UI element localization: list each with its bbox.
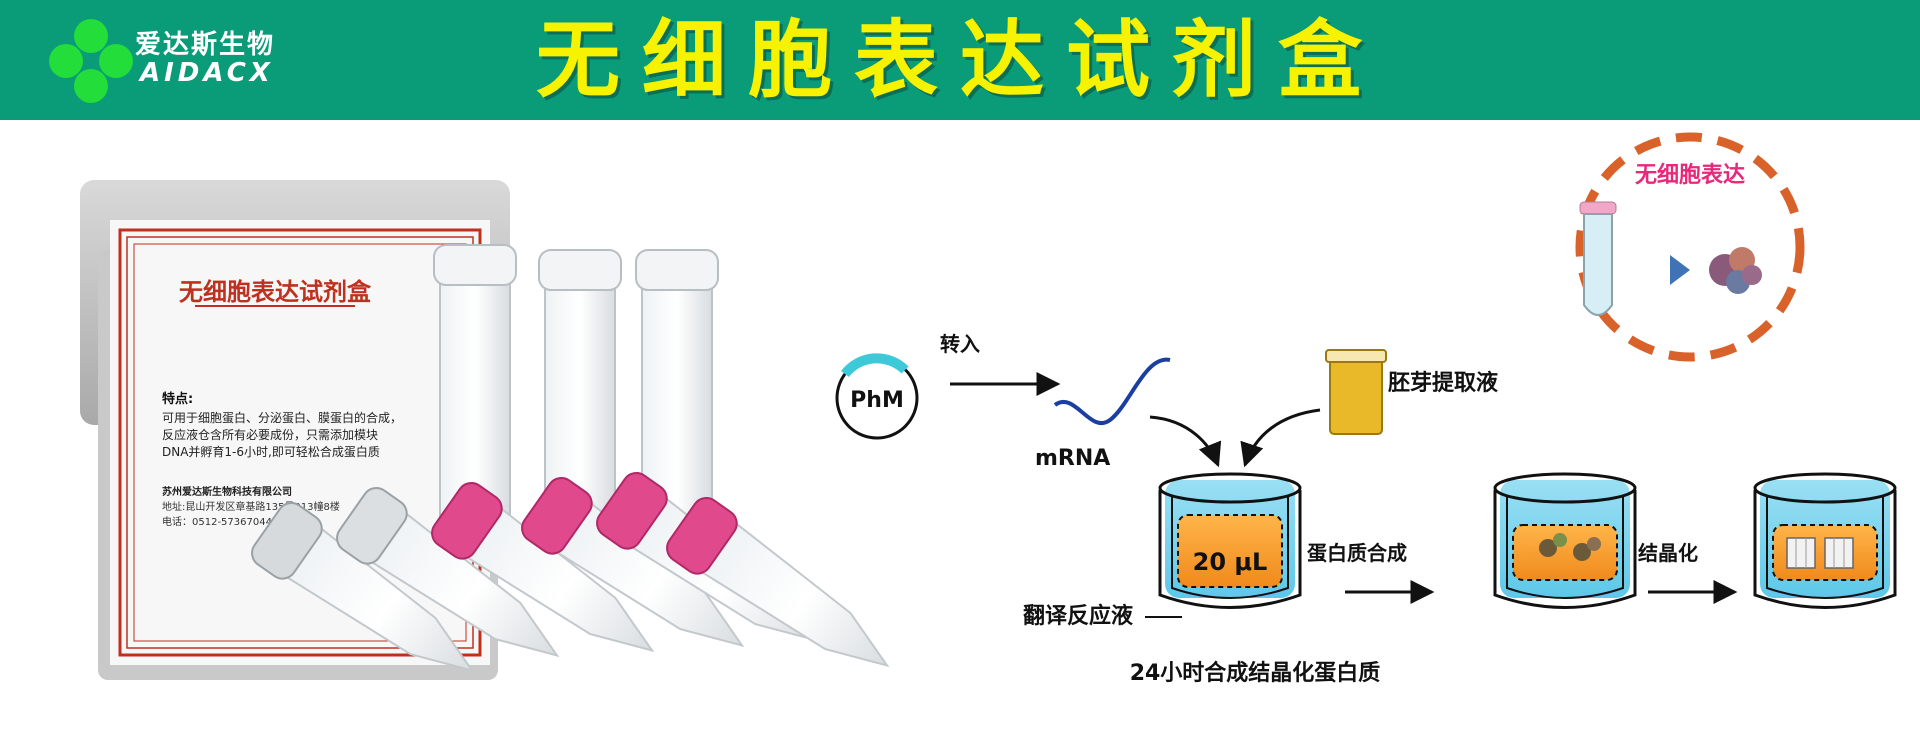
screw-cap-tubes bbox=[433, 244, 719, 551]
features-heading: 特点: bbox=[162, 391, 193, 407]
solution-label: 翻译反应液 bbox=[1023, 603, 1133, 629]
transfer-label: 转入 bbox=[940, 332, 980, 356]
feature-line: DNA并孵育1-6小时,即可轻松合成蛋白质 bbox=[162, 444, 380, 459]
crystal-label: 结晶化 bbox=[1638, 541, 1698, 565]
cellfree-inset: 无细胞表达 bbox=[1575, 132, 1805, 362]
reaction-beaker-1: 20 μL bbox=[1158, 472, 1302, 609]
company-name: 苏州爱达斯生物科技有限公司 bbox=[162, 485, 292, 498]
extract-beaker bbox=[1325, 349, 1387, 435]
mrna-label: mRNA bbox=[1035, 446, 1110, 471]
workflow-caption: 24小时合成结晶化蛋白质 bbox=[1130, 660, 1381, 686]
product-illustration: 无细胞表达试剂盒 特点: 可用于细胞蛋白、分泌蛋白、膜蛋白的合成， 反应液仓含所… bbox=[80, 132, 1897, 686]
synthesis-label: 蛋白质合成 bbox=[1307, 541, 1407, 565]
reaction-beaker-3 bbox=[1753, 472, 1897, 609]
reaction-beaker-2 bbox=[1493, 472, 1637, 609]
feature-line: 可用于细胞蛋白、分泌蛋白、膜蛋白的合成， bbox=[162, 410, 402, 425]
plasmid: PhM bbox=[835, 353, 919, 440]
clover-logo-icon bbox=[49, 19, 133, 103]
header-banner: 爱达斯生物 AIDACX 无细胞表达试剂盒 bbox=[0, 0, 1920, 120]
cellfree-label: 无细胞表达 bbox=[1635, 162, 1745, 188]
plasmid-label: PhM bbox=[850, 388, 904, 413]
logo-chinese-name: 爱达斯生物 bbox=[135, 30, 276, 60]
company-address: 地址:昆山开发区章基路135号013幢8楼 bbox=[162, 500, 340, 513]
logo-english-name: AIDACX bbox=[140, 58, 274, 88]
extract-label: 胚芽提取液 bbox=[1388, 370, 1498, 396]
feature-line: 反应液仓含所有必要成份，只需添加模块 bbox=[162, 427, 378, 442]
box-label-title: 无细胞表达试剂盒 bbox=[179, 278, 372, 306]
microcentrifuge-tubes bbox=[251, 472, 890, 673]
mrna-strand bbox=[1053, 357, 1171, 425]
kit-box: 无细胞表达试剂盒 特点: 可用于细胞蛋白、分泌蛋白、膜蛋白的合成， 反应液仓含所… bbox=[80, 180, 510, 680]
page-title: 无细胞表达试剂盒 bbox=[535, 11, 1384, 109]
volume-label: 20 μL bbox=[1193, 548, 1268, 576]
company-phone: 电话：0512-57367044 bbox=[162, 515, 272, 528]
